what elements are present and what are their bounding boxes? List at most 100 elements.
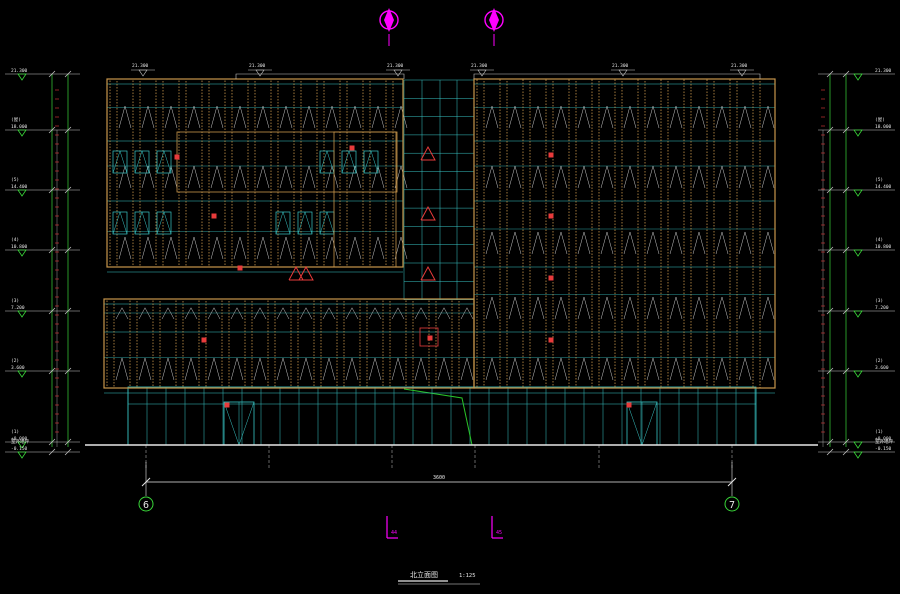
window-chevron: [600, 231, 614, 255]
core-marker: [419, 327, 439, 347]
window-chevron: [715, 165, 729, 189]
window-chevron: [508, 231, 522, 255]
window-chevron: [394, 236, 408, 260]
roof-mark-triangle: [477, 69, 487, 77]
window-chevron: [138, 307, 152, 320]
window-chevron: [554, 296, 568, 320]
window-chevron: [256, 165, 270, 189]
window-chevron: [577, 296, 591, 320]
window-chevron: [485, 105, 499, 129]
level-value: ±0.000: [875, 436, 892, 442]
window-chevron: [302, 165, 316, 189]
roof-mark-triangle: [737, 69, 747, 77]
window-chevron: [646, 357, 660, 381]
window-chevron: [738, 296, 752, 320]
window-chevron: [164, 236, 178, 260]
window-chevron: [253, 307, 267, 320]
window-chevron: [531, 357, 545, 381]
level-value: 3.600: [11, 365, 25, 371]
roof-mark-triangle: [255, 69, 265, 77]
window-tag: [548, 337, 554, 343]
window-chevron: [141, 165, 155, 189]
roof-mark-label: 21.300: [132, 63, 149, 69]
door-swing: [626, 401, 643, 446]
window-tag: [174, 154, 180, 160]
window-chevron: [230, 357, 244, 381]
window-chevron: [485, 165, 499, 189]
window-tag: [224, 402, 230, 408]
dim-tick: [842, 70, 850, 78]
window-chevron: [600, 105, 614, 129]
level-value: 21.300: [875, 68, 892, 74]
window-chevron: [368, 357, 382, 381]
window-tag: [548, 275, 554, 281]
window-chevron: [368, 307, 382, 320]
window-chevron: [210, 236, 224, 260]
dim-tick: [48, 126, 56, 134]
window-chevron: [738, 231, 752, 255]
dim-tick: [826, 246, 834, 254]
level-note: (2): [11, 358, 19, 364]
window-chevron: [207, 357, 221, 381]
window-frame-chevron: [319, 150, 335, 174]
window-chevron: [115, 307, 129, 320]
level-note: (3): [875, 298, 883, 304]
window-chevron: [623, 357, 637, 381]
window-tag: [427, 335, 433, 341]
level-note: (屋): [11, 117, 21, 123]
window-chevron: [279, 236, 293, 260]
window-chevron: [669, 357, 683, 381]
door-swing: [238, 401, 255, 446]
window-chevron: [161, 357, 175, 381]
window-chevron: [161, 307, 175, 320]
window-frame-chevron: [297, 211, 313, 235]
dim-tick: [64, 70, 72, 78]
window-chevron: [577, 231, 591, 255]
window-chevron: [554, 165, 568, 189]
window-chevron: [233, 165, 247, 189]
level-note: (1): [11, 429, 19, 435]
axis-label-right: 7: [729, 500, 735, 511]
window-chevron: [302, 236, 316, 260]
level-triangle: [853, 370, 863, 378]
dim-tick: [842, 246, 850, 254]
window-chevron: [600, 165, 614, 189]
dim-tick: [826, 438, 834, 446]
level-triangle: [17, 310, 27, 318]
window-frame-chevron: [112, 211, 128, 235]
window-chevron: [623, 105, 637, 129]
level-value: 10.800: [875, 244, 892, 250]
level-value: 7.200: [875, 305, 889, 311]
window-chevron: [187, 236, 201, 260]
window-chevron: [276, 357, 290, 381]
window-chevron: [141, 236, 155, 260]
roof-mark-triangle: [618, 69, 628, 77]
dim-tick: [48, 70, 56, 78]
level-triangle: [853, 310, 863, 318]
dim-tick: [842, 367, 850, 375]
window-chevron: [325, 105, 339, 129]
door-swing: [223, 401, 240, 446]
dim-tick: [64, 126, 72, 134]
window-chevron: [256, 236, 270, 260]
dim-tick: [64, 246, 72, 254]
window-chevron: [600, 296, 614, 320]
level-note: (3): [11, 298, 19, 304]
window-frame-chevron: [363, 150, 379, 174]
window-chevron: [118, 105, 132, 129]
window-chevron: [669, 105, 683, 129]
dim-tick: [64, 448, 72, 456]
section-mark-bottom-right: [491, 516, 503, 539]
window-chevron: [460, 307, 474, 320]
roof-mark-label: 21.300: [471, 63, 488, 69]
facade-block-frame: [473, 78, 776, 389]
level-note: (屋): [875, 117, 885, 123]
window-chevron: [692, 105, 706, 129]
section-mark-bottom-left-label: 44: [391, 530, 397, 536]
dim-tick: [48, 246, 56, 254]
level-note: (1): [875, 429, 883, 435]
dim-tick: [842, 307, 850, 315]
window-chevron: [761, 105, 775, 129]
level-note: (4): [11, 237, 19, 243]
